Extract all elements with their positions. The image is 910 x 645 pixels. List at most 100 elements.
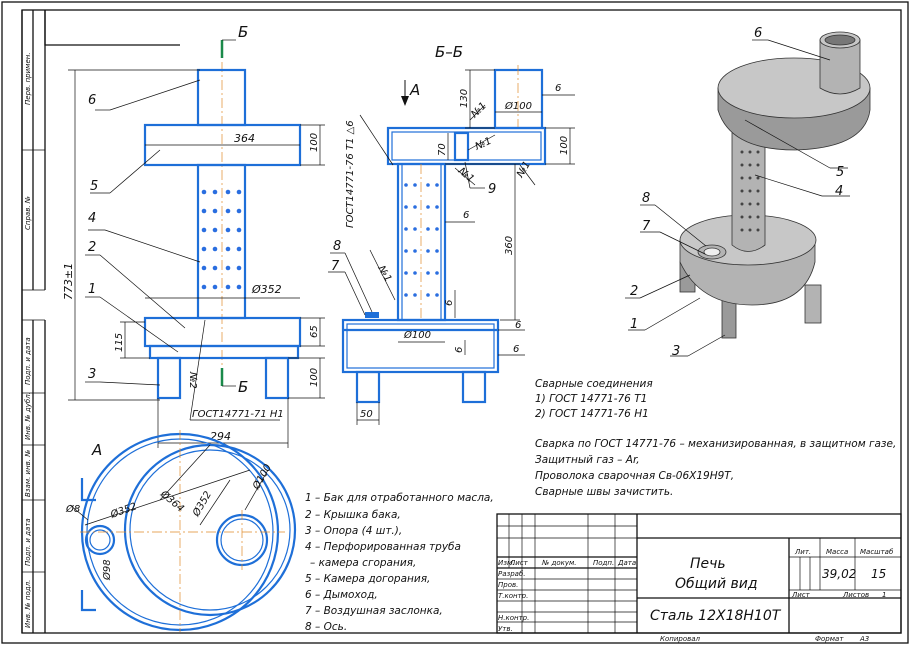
perforation-hole: [236, 265, 242, 271]
dim-294: 294: [210, 430, 231, 443]
view-a-damper-circle: [84, 524, 116, 556]
tb-mass-value: 39,02: [822, 567, 856, 581]
parts-list: 1 – Бак для отработанного масла, 2 – Кры…: [305, 492, 494, 633]
iso-leg-2: [804, 284, 822, 324]
part-5: 5 – Камера догорания,: [305, 573, 430, 585]
tb-sheet-label: Лист: [791, 591, 811, 599]
perforation-hole: [748, 202, 752, 206]
perforation-hole: [225, 265, 231, 271]
dim-70: 70: [437, 143, 448, 156]
iso-callout-4: 4: [835, 184, 843, 199]
tb-row-utv: Утв.: [498, 625, 513, 633]
perforation-hole: [426, 249, 430, 253]
tb-sheets-label: Листов: [842, 591, 869, 599]
section-tank: [341, 318, 500, 374]
weld-n2: №2: [187, 371, 198, 389]
stamp-sprav-no: Справ. №: [24, 196, 32, 230]
gost-t1: ГОСТ14771-76 Т1 △6: [345, 120, 356, 228]
weld-notes: Сварные соединения 1) ГОСТ 14771-76 Т1 2…: [535, 378, 896, 498]
perforation-hole: [212, 189, 218, 195]
iso-callout-5: 5: [836, 165, 844, 180]
perforation-hole: [201, 265, 207, 271]
section-label-b-top: Б: [238, 23, 248, 41]
perforation-hole: [413, 249, 417, 253]
stamp-podp-data-2: Подп. и дата: [24, 518, 32, 566]
dim-6-top: 6: [555, 83, 561, 94]
iso-perforation-holes: [740, 150, 760, 232]
weld-n1-e: №1: [375, 263, 393, 284]
callout-5: 5: [90, 179, 98, 194]
tb-sheets-value: 1: [882, 591, 886, 599]
view-a-d8: Ø8: [65, 503, 80, 515]
weld-n1-b: №1: [473, 136, 494, 153]
part-6: 6 – Дымоход,: [305, 589, 378, 601]
tb-scale-label: Масштаб: [860, 548, 894, 556]
perforation-hole: [756, 215, 760, 219]
section-perforated-tube: [396, 162, 447, 322]
section-view-bb: Б–Б А 130 Ø100 6 7: [328, 43, 575, 425]
tb-row-nkontr: Н.контр.: [498, 614, 529, 622]
callout-3: 3: [88, 367, 96, 382]
section-callout-8: 8: [333, 239, 341, 254]
perforation-hole: [426, 271, 430, 275]
view-a-leg-1: [80, 478, 96, 502]
part-1: 2 – Крышка бака,: [305, 509, 401, 521]
perforation-hole: [756, 163, 760, 167]
dim-100-top: 100: [309, 133, 320, 152]
view-a-d364: Ø364: [157, 487, 186, 514]
perforation-hole: [201, 189, 207, 195]
left-side-stamps: Перв. примен. Справ. № Подп. и дата Инв.…: [21, 10, 46, 633]
tb-mass-label: Масса: [826, 548, 848, 556]
weld-n1-a: №1: [469, 100, 489, 120]
iso-perforated-tube: [731, 129, 766, 252]
support-leg-left: [156, 356, 182, 400]
stamp-podp-data-1: Подп. и дата: [24, 337, 32, 385]
perforation-hole: [225, 246, 231, 252]
tb-col-podp: Подп.: [593, 559, 614, 567]
perforation-hole: [201, 284, 207, 290]
perforation-holes: [201, 189, 242, 290]
perforation-hole: [748, 228, 752, 232]
perforation-hole: [201, 246, 207, 252]
stamp-vzam-inv: Взам. инв. №: [24, 449, 32, 497]
section-leg-left: [355, 370, 381, 404]
gost-h1: ГОСТ14771-71 Н1: [192, 409, 284, 420]
section-label-b-bottom: Б: [238, 378, 248, 396]
perforation-hole: [225, 189, 231, 195]
iso-callout-8: 8: [642, 191, 650, 206]
perforation-hole: [413, 293, 417, 297]
part-2: 3 – Опора (4 шт.),: [305, 525, 402, 537]
welds-line1: 1) ГОСТ 14771-76 Т1: [535, 393, 647, 405]
tb-col-izm: Изм.: [498, 559, 514, 567]
note-1: Защитный газ – Ar,: [535, 454, 640, 466]
dim-6-base: 6: [515, 320, 521, 331]
perforation-hole: [404, 293, 408, 297]
perforation-hole: [756, 202, 760, 206]
perforation-hole: [212, 227, 218, 233]
perforation-hole: [413, 271, 417, 275]
perforation-hole: [404, 271, 408, 275]
tb-title-1: Печь: [690, 556, 726, 572]
section-callout-7: 7: [331, 259, 340, 274]
dim-50: 50: [360, 409, 373, 420]
perforation-hole: [236, 284, 242, 290]
perforation-hole: [740, 215, 744, 219]
perforation-hole: [426, 183, 430, 187]
iso-chimney: [819, 39, 861, 95]
top-left-stamp: [44, 10, 180, 46]
perforation-hole: [225, 208, 231, 214]
dim-phi100-bottom: Ø100: [403, 329, 431, 341]
section-chimney: [493, 68, 544, 130]
tb-col-data: Дата: [617, 559, 636, 567]
tb-col-doc: № докум.: [541, 559, 577, 567]
stamp-perv-primen: Перв. примен.: [24, 52, 32, 105]
note-3: Сварные швы зачистить.: [535, 486, 673, 498]
perforation-hole: [426, 227, 430, 231]
tb-lit-label: Лит.: [794, 548, 811, 556]
view-a-label: А: [91, 441, 102, 459]
perforation-hole: [212, 208, 218, 214]
welds-line2: 2) ГОСТ 14771-76 Н1: [535, 408, 649, 420]
dim-100-bottom: 100: [309, 368, 320, 387]
perforation-hole: [404, 249, 408, 253]
